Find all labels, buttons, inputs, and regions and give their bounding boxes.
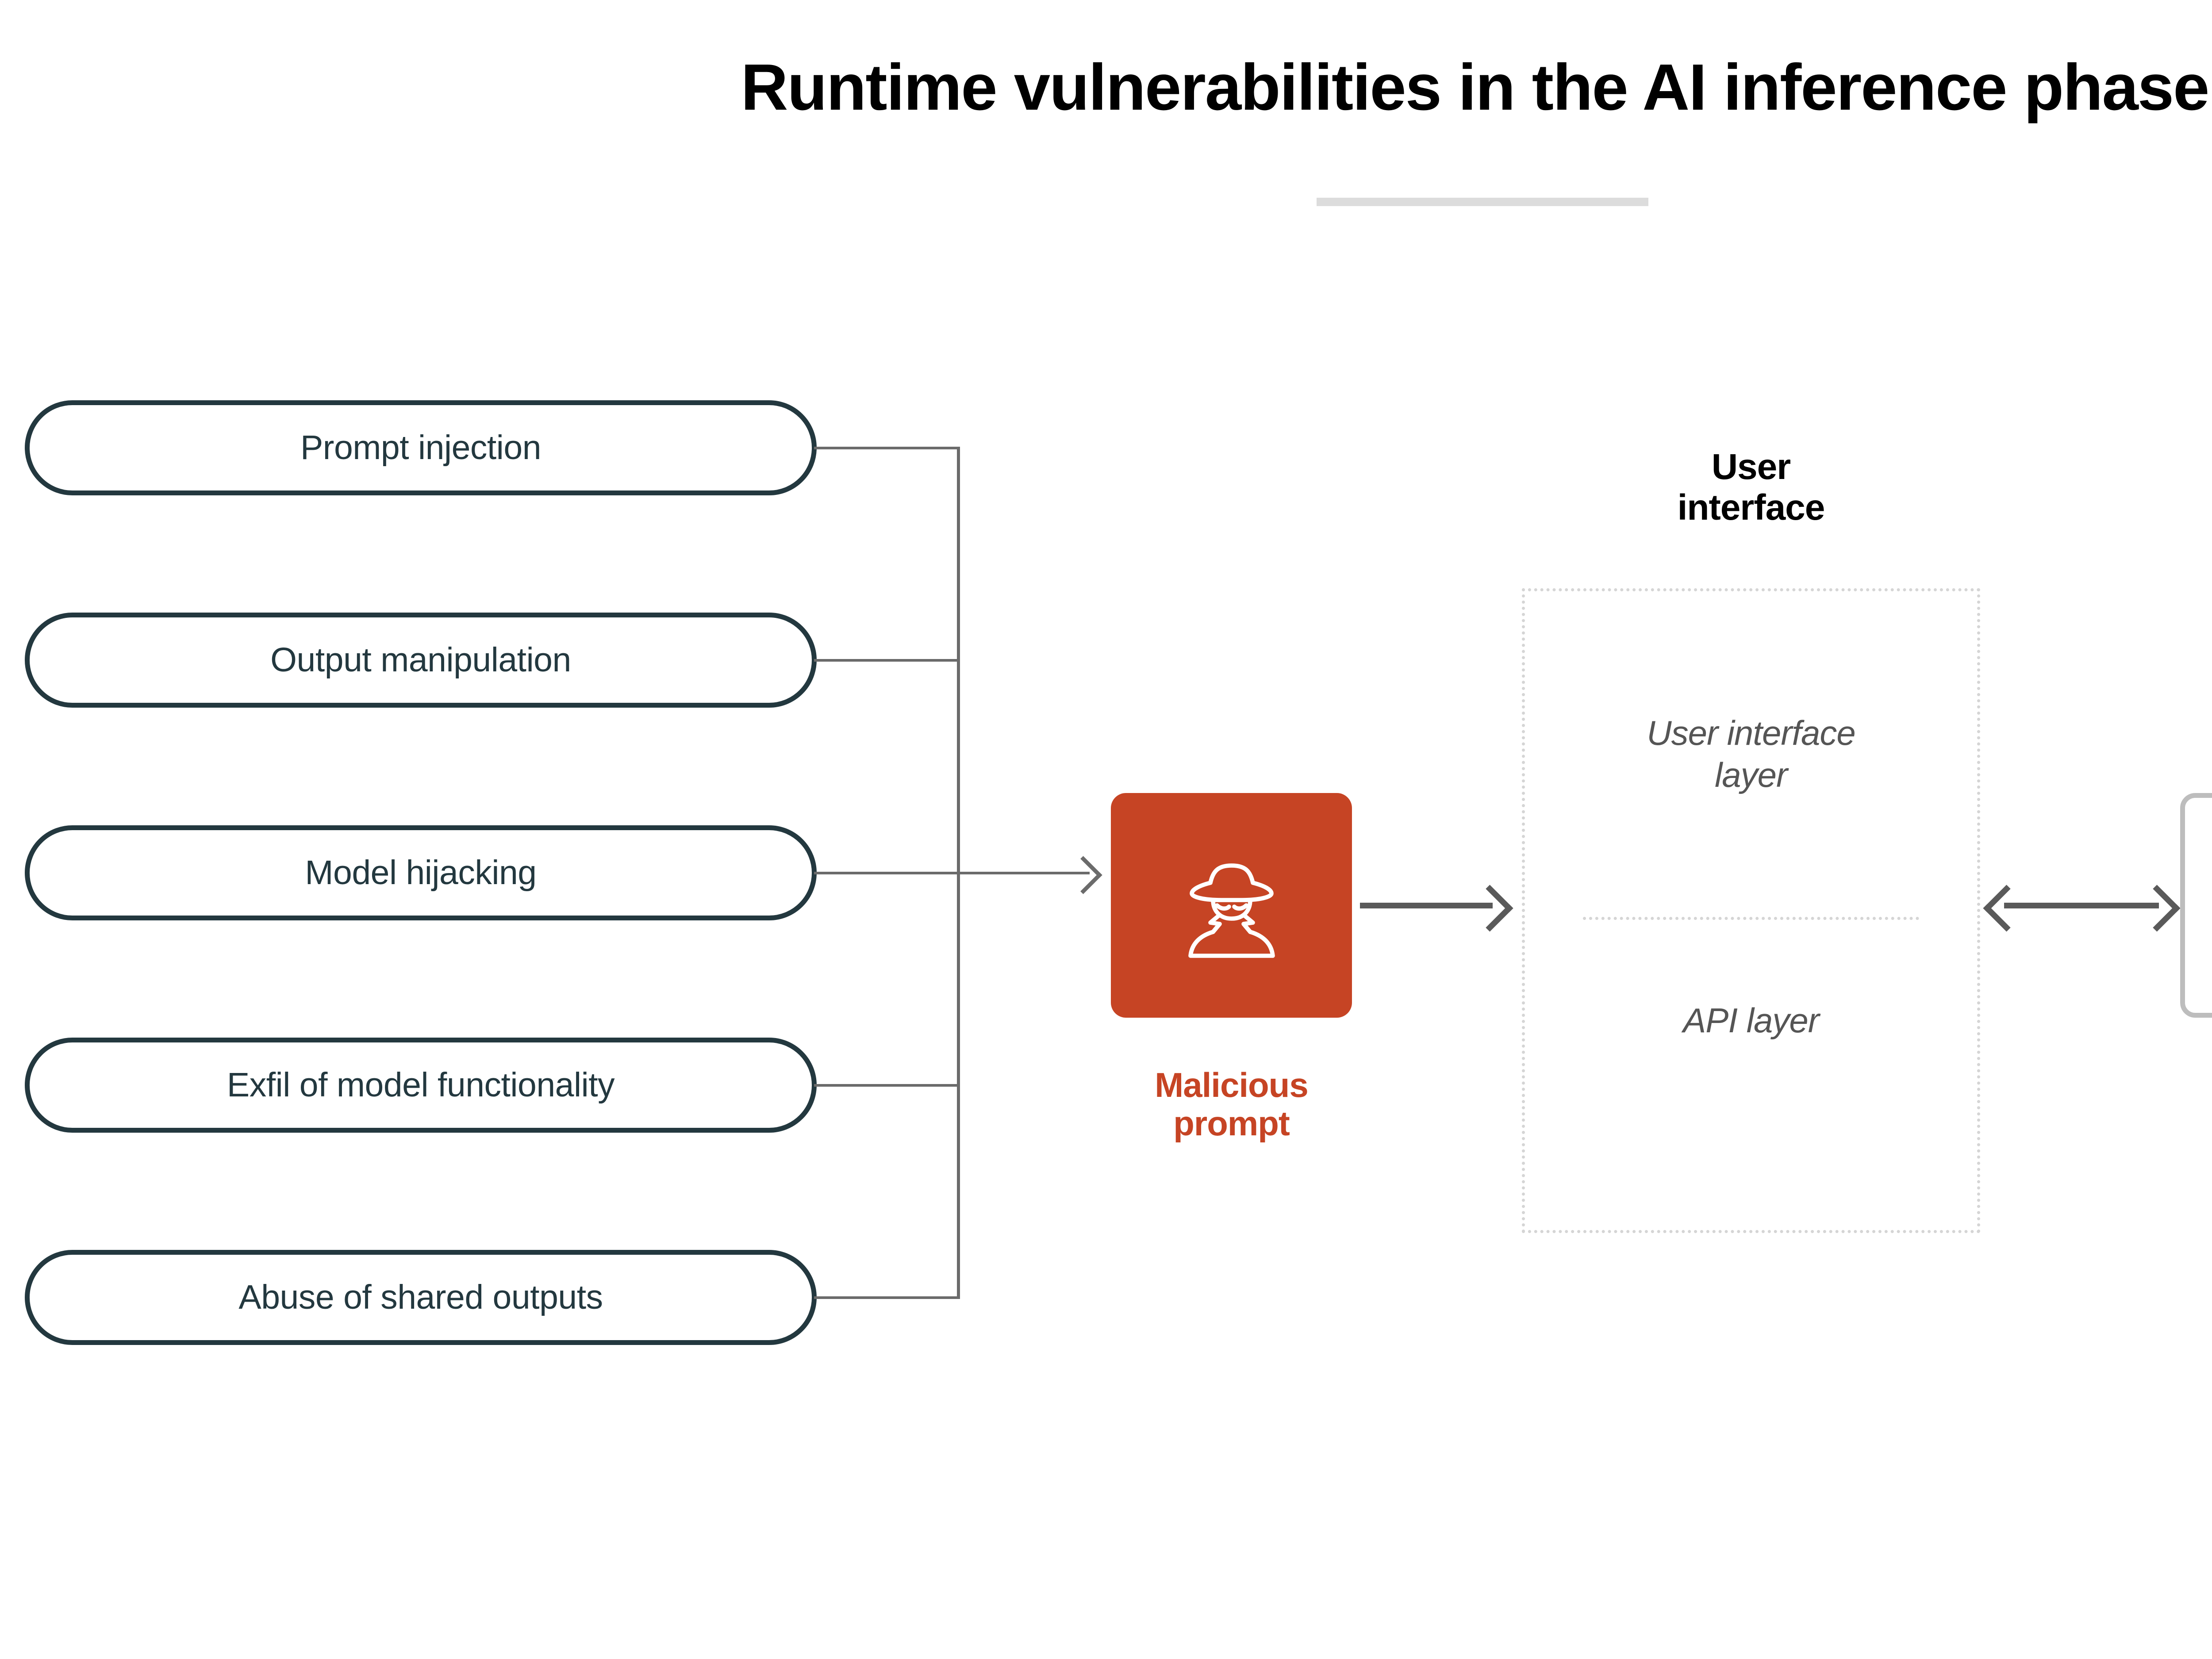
heading-line-1: User xyxy=(1711,447,1791,487)
arrow-malicious-to-ui-head xyxy=(1466,885,1513,932)
connector-stub-5 xyxy=(814,1296,960,1299)
malicious-prompt-block[interactable] xyxy=(1111,793,1352,1018)
arrow-bus-to-malicious-head xyxy=(1064,856,1102,894)
user-interface-heading: User interface xyxy=(1522,447,1980,528)
pill-exfil-of-model-functionality[interactable]: Exfil of model functionality xyxy=(25,1038,817,1133)
caption-line-2: prompt xyxy=(1173,1104,1290,1143)
pill-label: Model hijacking xyxy=(305,854,537,892)
connector-stub-1 xyxy=(814,447,960,449)
pill-label: Abuse of shared outputs xyxy=(238,1278,603,1316)
pill-label: Prompt injection xyxy=(300,429,541,467)
user-interface-layer-label: User interface layer xyxy=(1522,712,1980,796)
user-interface-box xyxy=(1522,588,1980,1233)
layer-label-line-1: User interface xyxy=(1647,713,1856,752)
trained-model-caption: Trained model xyxy=(2140,1066,2212,1143)
caption-line-2: model xyxy=(2140,1104,2212,1143)
arrow-ui-to-model-head-right xyxy=(2133,885,2181,932)
spy-hacker-icon xyxy=(1188,863,1275,958)
layer-label-line-2: layer xyxy=(1714,755,1788,795)
malicious-prompt-caption: Malicious prompt xyxy=(1071,1065,1392,1143)
api-layer-label: API layer xyxy=(1683,1001,1819,1040)
arrow-ui-to-model-head-left xyxy=(1983,885,2030,932)
pill-model-hijacking[interactable]: Model hijacking xyxy=(25,825,817,920)
caption-line-1: Trained xyxy=(2140,1066,2212,1104)
pill-prompt-injection[interactable]: Prompt injection xyxy=(25,400,817,495)
page-title: Runtime vulnerabilities in the AI infere… xyxy=(741,51,2210,124)
connector-stub-4 xyxy=(814,1084,960,1087)
heading-line-2: interface xyxy=(1677,487,1825,528)
pill-abuse-of-shared-outputs[interactable]: Abuse of shared outputs xyxy=(25,1250,817,1345)
title-divider-rule xyxy=(1317,198,1648,206)
pill-label: Exfil of model functionality xyxy=(227,1066,615,1104)
trained-model-block[interactable] xyxy=(2180,793,2212,1018)
pill-label: Output manipulation xyxy=(270,641,571,679)
pill-output-manipulation[interactable]: Output manipulation xyxy=(25,613,817,708)
connector-stub-2 xyxy=(814,659,960,662)
caption-line-1: Malicious xyxy=(1155,1065,1308,1104)
ui-layer-divider xyxy=(1583,917,1919,920)
connector-stub-3 xyxy=(814,872,960,874)
arrow-bus-to-malicious-shaft xyxy=(957,872,1090,874)
arrow-malicious-to-ui-shaft xyxy=(1360,903,1493,908)
arrow-ui-to-model-shaft xyxy=(2004,903,2159,908)
